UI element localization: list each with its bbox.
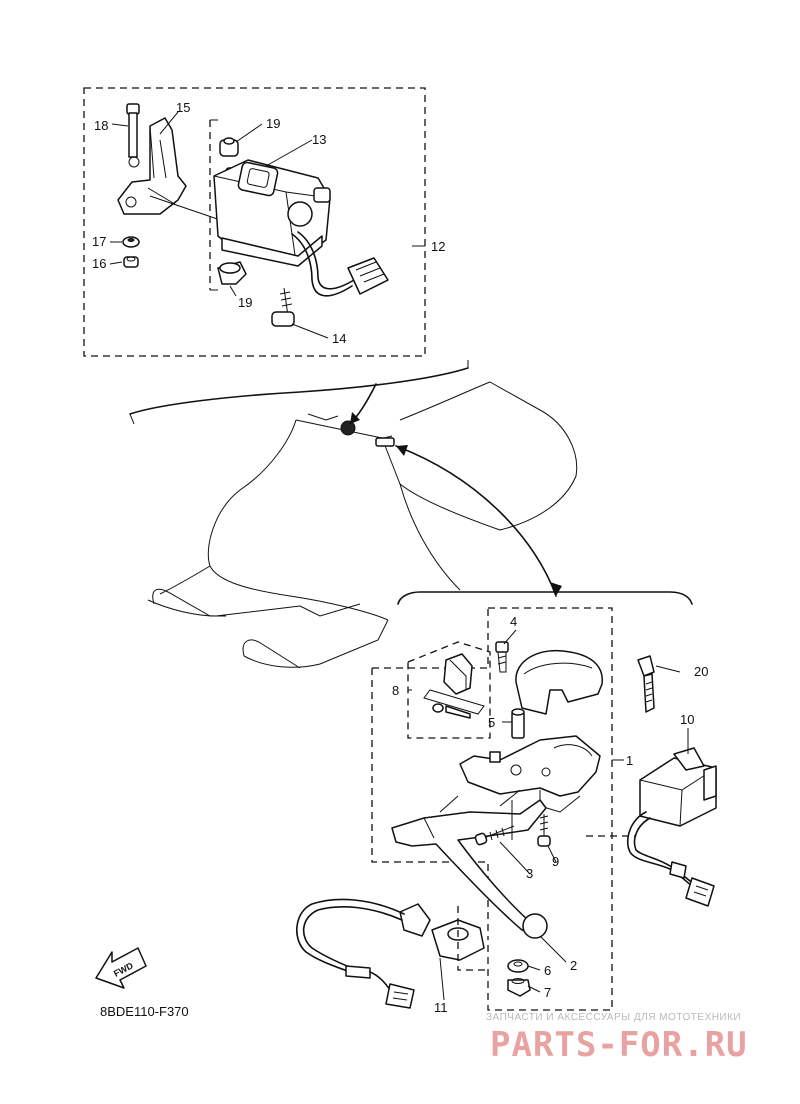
- callout-4: 4: [510, 614, 517, 629]
- lower-assembly-group: [296, 607, 717, 1011]
- switch-mount-marker: [375, 437, 395, 447]
- callout-1: 1: [626, 753, 633, 768]
- switch-cover: [515, 649, 603, 715]
- callout-18: 18: [94, 118, 108, 133]
- callout-7: 7: [544, 985, 551, 1000]
- callout-9: 9: [552, 854, 559, 869]
- throttle-switch-11: [296, 898, 485, 1009]
- relay-unit-10: [626, 747, 717, 907]
- callout-19-bottom: 19: [238, 295, 252, 310]
- callout-11: 11: [434, 1000, 448, 1015]
- bolt-4: [495, 641, 509, 673]
- callout-10: 10: [680, 712, 694, 727]
- callout-2: 2: [570, 958, 577, 973]
- throttle-lever-2: [391, 799, 548, 939]
- forward-arrow-icon: FWD: [95, 947, 147, 989]
- kit-8-parts: [423, 653, 485, 719]
- callout-19-top: 19: [266, 116, 280, 131]
- diagram-code: 8BDE110-F370: [100, 1004, 189, 1019]
- bolt-18: [126, 103, 140, 158]
- callout-14: 14: [332, 331, 346, 346]
- callout-3: 3: [526, 866, 533, 881]
- buzzer-wire-connector: [291, 231, 389, 297]
- callout-15: 15: [176, 100, 190, 115]
- screw-14: [271, 287, 295, 327]
- grommet-19-bottom: [217, 261, 247, 285]
- nut-16: [123, 256, 139, 268]
- screw-3: [474, 825, 515, 846]
- callout-leaders: [109, 111, 689, 1001]
- callout-13: 13: [312, 132, 326, 147]
- lever-holder-1: [459, 735, 601, 813]
- collar-5: [511, 708, 525, 739]
- buzzer-unit-13: [213, 159, 331, 267]
- buzzer-mount-marker: [340, 420, 356, 436]
- watermark-tagline: ЗАПЧАСТИ И АКСЕССУАРЫ ДЛЯ МОТОТЕХНИКИ: [486, 1012, 741, 1023]
- washer-6: [507, 959, 529, 973]
- callout-16: 16: [92, 256, 106, 271]
- callout-8: 8: [392, 683, 399, 698]
- snowmobile-silhouette: [129, 360, 693, 669]
- callout-17: 17: [92, 234, 106, 249]
- callout-6: 6: [544, 963, 551, 978]
- screw-9: [537, 814, 551, 847]
- watermark-brand: PARTS-FOR.RU: [490, 1025, 748, 1065]
- upper-assembly-dashed-frame: [83, 87, 426, 357]
- callout-20: 20: [694, 664, 708, 679]
- cable-tie-20: [637, 655, 655, 713]
- callout-12: 12: [431, 239, 445, 254]
- callout-5: 5: [488, 715, 495, 730]
- nut-7: [507, 978, 531, 997]
- upper-assembly-group: [83, 87, 426, 357]
- nut-17: [122, 236, 140, 248]
